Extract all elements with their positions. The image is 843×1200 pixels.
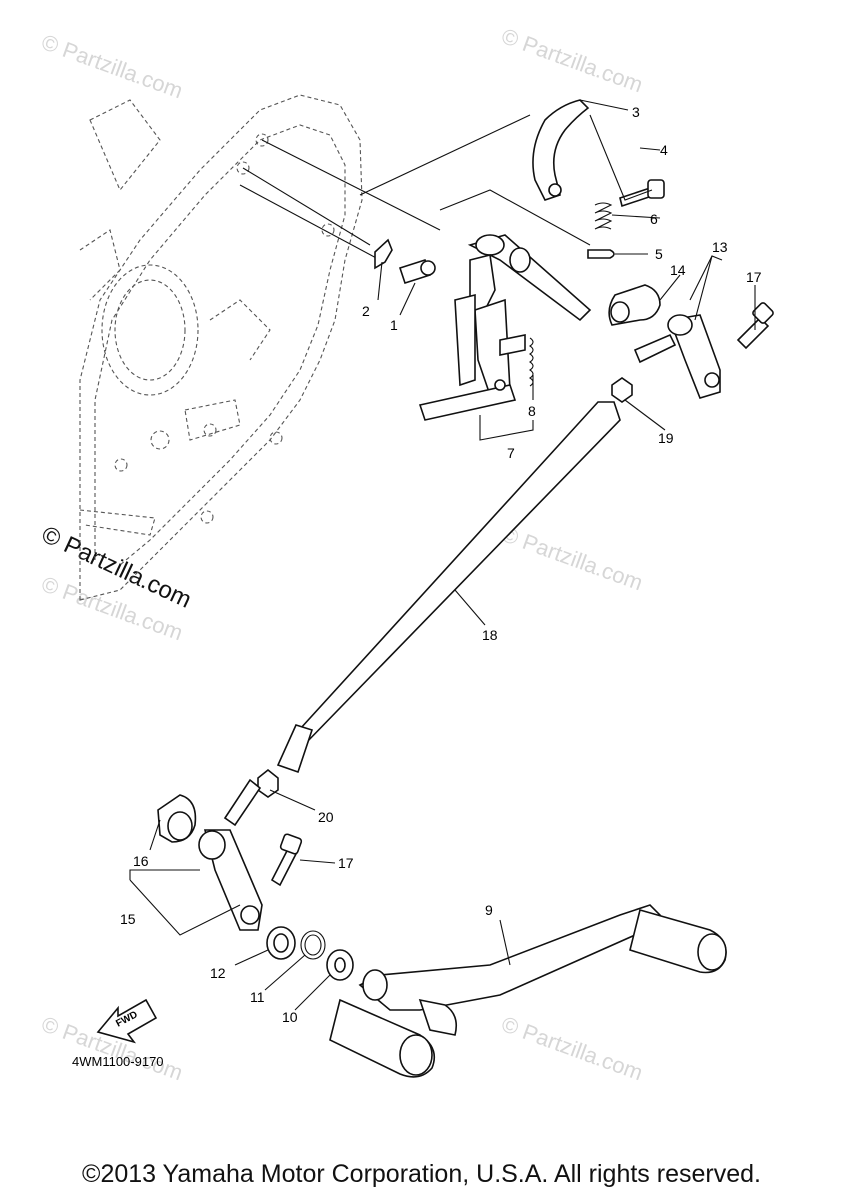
part-label-15: 15 [120,911,136,927]
part-label-4: 4 [660,142,668,158]
watermark-text: © Partzilla.com [38,29,186,103]
part-9-shift-pedal [329,904,727,1078]
part-label-2: 2 [362,303,370,319]
part-17-bolt-upper [736,302,774,350]
watermark-text: © Partzilla.com [498,1011,646,1085]
part-11-circlip [300,930,326,960]
part-16-joint [157,794,197,843]
part-label-20: 20 [318,809,334,825]
part-6-spring [594,202,613,230]
part-1-pin [398,258,436,285]
part-19-nut [611,377,633,403]
part-label-19: 19 [658,430,674,446]
part-12-collar [266,926,296,960]
diagram-code: 4WM1100-9170 [72,1054,164,1069]
part-20-nut [257,768,279,798]
part-label-7: 7 [507,445,515,461]
part-18-shift-rod [276,401,621,774]
part-label-6: 6 [650,211,658,227]
copyright-notice: ©2013 Yamaha Motor Corporation, U.S.A. A… [82,1160,761,1188]
part-label-11: 11 [250,989,265,1005]
part-label-1: 1 [390,317,398,333]
part-label-9: 9 [485,902,493,918]
part-5-pin [587,249,615,259]
watermark-text: © Partzilla.com [498,23,646,97]
part-4-bolt [619,179,665,208]
part-label-8: 8 [528,403,536,419]
part-label-12: 12 [210,965,226,981]
part-label-18: 18 [482,627,498,643]
part-label-17-lower: 17 [338,855,354,871]
crankcase-outline [79,94,591,601]
part-label-5: 5 [655,246,663,262]
part-13-shift-arm [633,314,721,399]
part-3-stopper-lever [532,99,590,201]
forward-direction-arrow: FWD [96,998,158,1044]
part-label-13: 13 [712,239,728,255]
part-10-washer [326,949,354,981]
part-15-shift-arm [198,778,263,931]
part-label-10: 10 [282,1009,298,1025]
part-14-joint [608,284,661,326]
part-label-3: 3 [632,104,640,120]
part-label-16: 16 [133,853,149,869]
part-number-labels: 3 4 6 5 13 14 17 2 1 8 7 19 18 20 17 16 … [120,104,762,1025]
part-label-17-upper: 17 [746,269,762,285]
watermark-text: © Partzilla.com [498,521,646,595]
leader-lines [129,99,756,1011]
part-17-bolt-lower [270,833,303,887]
part-7-shift-shaft-assembly [418,234,592,421]
part-2-clip [374,238,393,270]
part-label-14: 14 [670,262,686,278]
